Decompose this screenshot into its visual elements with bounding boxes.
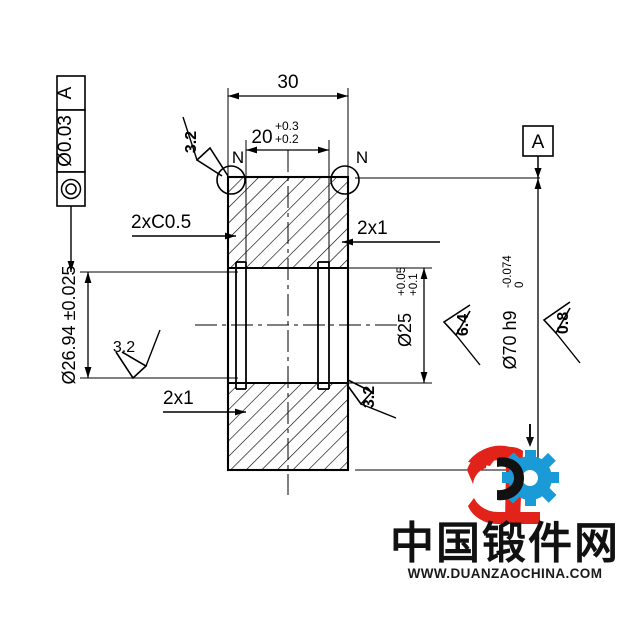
dimension-top-inner-lower: +0.2: [275, 132, 299, 146]
callout-chamfer-text: 2xC0.5: [131, 212, 191, 233]
detail-label-right: N: [356, 148, 368, 167]
logo-letter-d: [497, 457, 524, 501]
logo-arrow-icon: [526, 437, 534, 447]
fcf-leader-arrow: [67, 261, 75, 272]
dimension-top-overall: 30: [227, 72, 349, 178]
surface-finish-outer: 0.8: [542, 301, 581, 364]
surface-finish-outer-value: 0.8: [555, 312, 572, 334]
section-hatch-bottom: [228, 383, 348, 470]
detail-balloon-right: N: [330, 148, 368, 195]
logo-red-shape-3: [467, 452, 488, 484]
dimension-top-overall-text: 30: [277, 72, 298, 93]
dimension-top-inner: 20 +0.3 +0.2: [245, 119, 330, 262]
detail-label-left: N: [232, 148, 244, 167]
detail-balloon-left: N: [216, 148, 246, 195]
dimension-top-inner-value: 20: [251, 127, 272, 148]
dimension-top-inner-upper: +0.3: [275, 119, 299, 133]
callout-chamfer: 2xC0.5: [131, 212, 236, 240]
surface-finish-mid-left-value: 3.2: [113, 339, 135, 356]
dimension-left-outer: Ø26.94 ±0.025: [59, 266, 238, 385]
watermark-logo: 中国锻件网 WWW.DUANZAOCHINA.COM: [390, 424, 617, 581]
callout-groove-bottom: 2x1: [163, 388, 246, 416]
dimension-right-outer: Ø70 h9 0 -0.074: [355, 177, 542, 471]
watermark-url: WWW.DUANZAOCHINA.COM: [408, 566, 603, 581]
dimension-left-outer-text: Ø26.94 ±0.025: [59, 266, 79, 385]
datum-a-letter: A: [532, 132, 545, 153]
feature-control-frame: Ø0.03 A: [55, 75, 86, 272]
concentricity-symbol: [60, 178, 82, 200]
surface-finish-top-left: 3.2: [182, 116, 229, 177]
dimension-bore-lower: +0.05: [396, 267, 408, 296]
datum-a-symbol: A: [522, 125, 554, 178]
callout-groove-top-text: 2x1: [357, 218, 388, 239]
surface-finish-bottom-right: 3.2: [347, 379, 397, 419]
dimension-bore: Ø25 +0.1 +0.05: [348, 267, 432, 384]
dimension-right-outer-value: Ø70 h9: [500, 310, 520, 369]
dimension-right-outer-upper: 0: [514, 282, 526, 288]
surface-finish-top-left-value: 3.2: [183, 131, 200, 153]
surface-finish-mid-left: 3.2: [113, 329, 161, 380]
callout-groove-top: 2x1: [342, 218, 440, 246]
watermark-company-name: 中国锻件网: [390, 518, 617, 569]
surface-finish-bottom-right-value: 3.2: [361, 386, 378, 408]
logo-red-shape-4: [468, 498, 540, 524]
callout-groove-bottom-text: 2x1: [163, 388, 194, 409]
surface-finish-bore: 6.4: [442, 304, 481, 366]
fcf-tolerance-text: Ø0.03: [55, 115, 76, 167]
surface-finish-bore-value: 6.4: [455, 314, 472, 336]
dimension-right-outer-lower: -0.074: [502, 255, 514, 288]
fcf-datum-text: A: [55, 86, 76, 99]
dimension-bore-value: Ø25: [395, 313, 415, 347]
centre-lines: [195, 150, 400, 495]
dimension-bore-upper: +0.1: [408, 273, 420, 296]
